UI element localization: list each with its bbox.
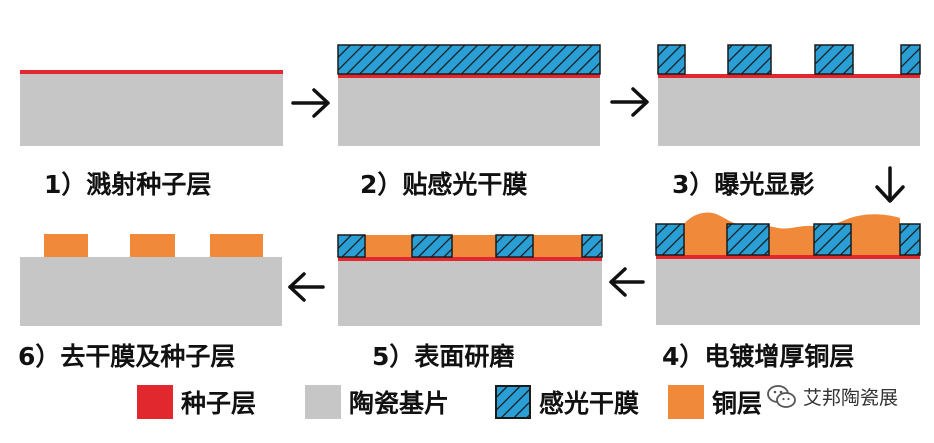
legend-label: 感光干膜 xyxy=(539,389,640,418)
step-4-label: 4）电镀增厚铜层 xyxy=(662,342,855,371)
arrow-left-icon xyxy=(609,267,645,297)
arrow-down-icon xyxy=(875,166,905,203)
step-4-figure xyxy=(655,212,921,325)
dry-film-block xyxy=(727,44,772,75)
step-1-figure xyxy=(20,70,283,146)
dry-film-swatch xyxy=(495,385,531,419)
legend-label: 铜层 xyxy=(712,389,763,418)
copper-pad xyxy=(210,234,263,257)
legend-item-substrate: 陶瓷基片 xyxy=(305,382,449,422)
step-6-figure xyxy=(20,234,282,326)
ceramic-substrate xyxy=(338,78,600,146)
step-5-label: 5）表面研磨 xyxy=(372,342,515,371)
ceramic-substrate xyxy=(20,257,282,326)
step-5-figure xyxy=(337,234,603,326)
arrow-left-icon xyxy=(288,272,325,302)
seed-layer xyxy=(656,255,920,259)
dry-film-block xyxy=(495,234,534,258)
seed-layer-swatch xyxy=(137,385,173,419)
plated-copper xyxy=(684,212,900,255)
seed-layer xyxy=(338,74,600,78)
legend-item-copper: 铜层 xyxy=(668,382,762,422)
dry-film-block xyxy=(814,44,854,75)
copper-pad xyxy=(452,235,496,257)
legend: 种子层 陶瓷基片 感光干膜 铜层 xyxy=(0,382,934,432)
copper-pad xyxy=(533,235,582,257)
dry-film-block xyxy=(411,234,453,258)
dry-film-block xyxy=(813,223,852,256)
ceramic-substrate xyxy=(20,74,283,146)
copper-swatch xyxy=(668,385,704,419)
step-1-label: 1）溅射种子层 xyxy=(44,170,212,199)
dry-film-block xyxy=(581,234,603,258)
dry-film-block xyxy=(657,44,686,75)
legend-label: 陶瓷基片 xyxy=(349,389,450,418)
seed-layer xyxy=(338,257,602,261)
step-2-figure xyxy=(337,44,601,146)
copper-pad xyxy=(130,234,175,257)
substrate-swatch xyxy=(305,385,341,419)
seed-layer xyxy=(658,74,920,78)
wechat-icon xyxy=(767,384,796,408)
dry-film-block xyxy=(899,223,921,256)
arrow-right-icon xyxy=(291,88,330,118)
watermark: 艾邦陶瓷展 xyxy=(767,383,898,410)
ceramic-substrate xyxy=(656,259,920,325)
dry-film-block xyxy=(900,44,921,75)
legend-item-seed-layer: 种子层 xyxy=(137,382,256,422)
copper-pad xyxy=(365,235,412,257)
ceramic-substrate xyxy=(658,78,920,146)
step-6-label: 6）去干膜及种子层 xyxy=(18,342,236,371)
step-3-label: 3）曝光显影 xyxy=(672,170,815,199)
copper-pad xyxy=(44,234,88,257)
dry-film-block xyxy=(726,223,770,256)
watermark-text: 艾邦陶瓷展 xyxy=(802,387,898,409)
dry-film xyxy=(337,44,601,75)
arrow-right-icon xyxy=(610,87,649,117)
seed-layer xyxy=(20,70,283,74)
dry-film-block xyxy=(655,223,685,256)
legend-item-dry-film: 感光干膜 xyxy=(495,382,639,422)
ceramic-substrate xyxy=(338,261,602,326)
step-2-label: 2）贴感光干膜 xyxy=(360,170,528,199)
step-3-figure xyxy=(657,44,921,146)
dry-film-block xyxy=(337,234,366,258)
legend-label: 种子层 xyxy=(181,389,257,418)
